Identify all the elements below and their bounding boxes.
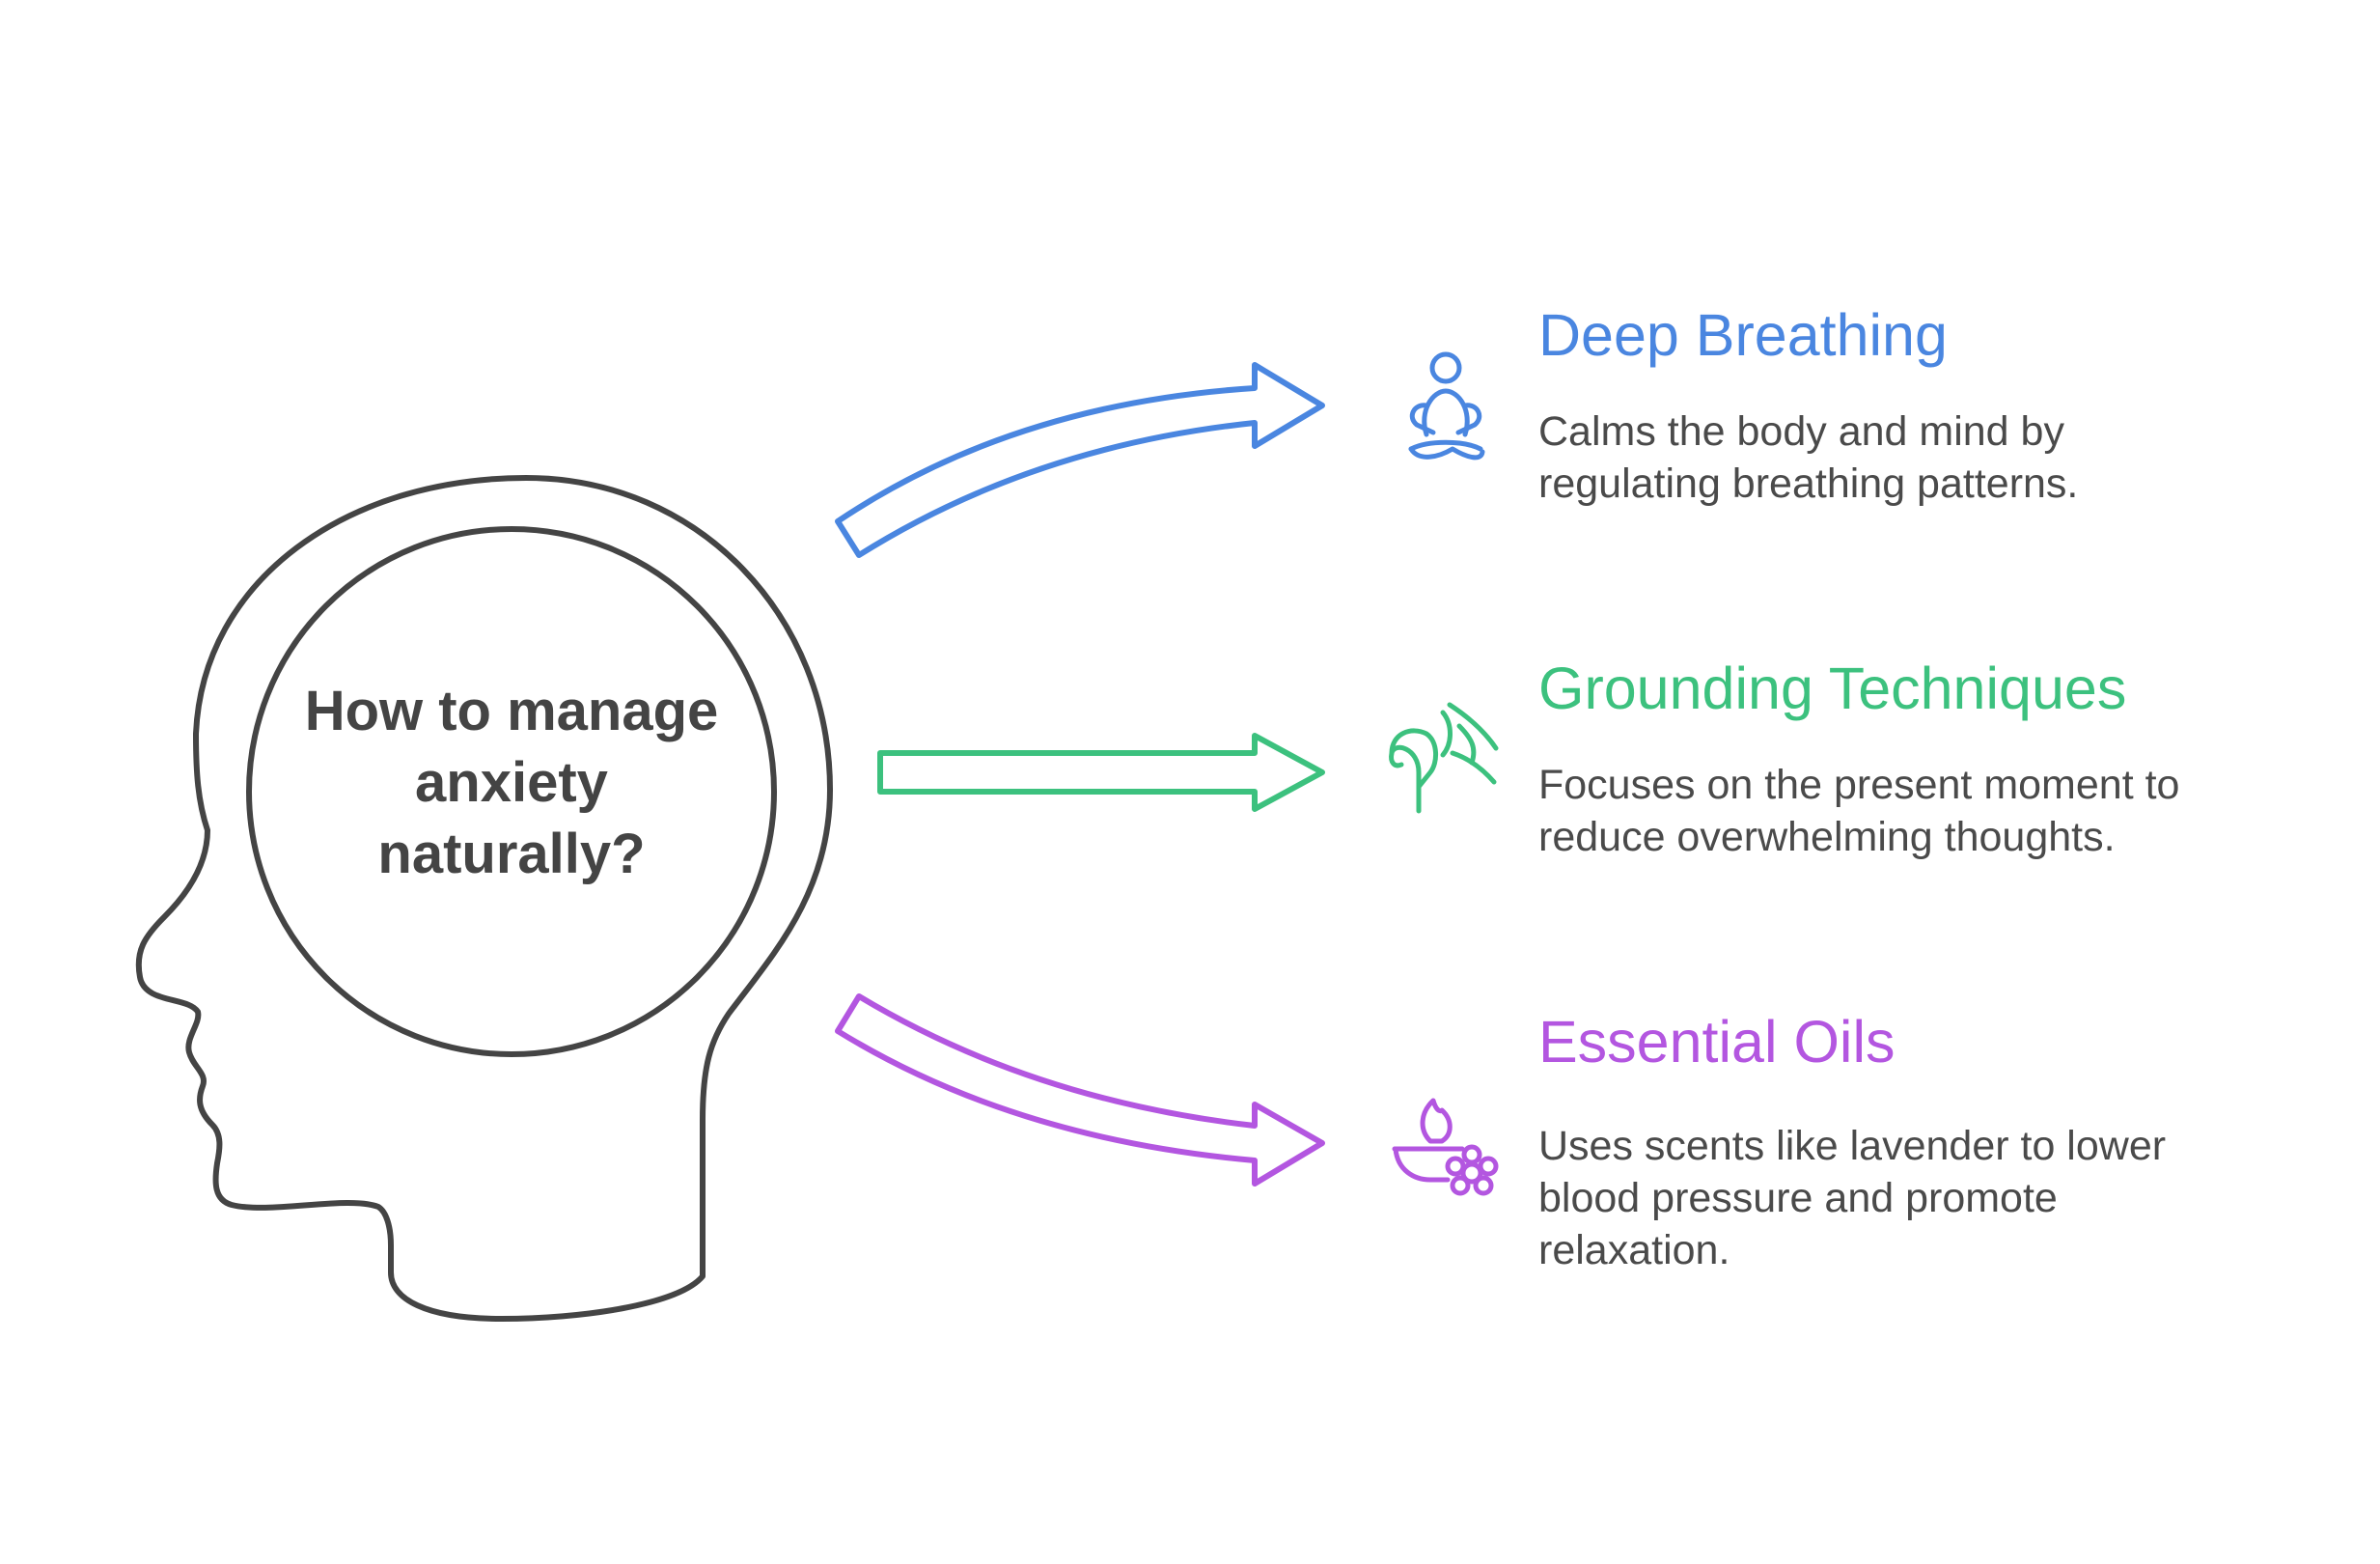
desc-line: Uses scents like lavender to lower (1538, 1123, 2167, 1169)
desc-line: Focuses on the present moment to (1538, 762, 2180, 808)
arrow-blue (835, 362, 1325, 558)
item-desc-essential-oils: Uses scents like lavender to lower blood… (1538, 1120, 2301, 1276)
desc-line: blood pressure and promote (1538, 1175, 2058, 1221)
question-line-2: anxiety (415, 751, 608, 814)
item-desc-grounding-techniques: Focuses on the present moment to reduce … (1538, 759, 2301, 863)
oil-burner-flower-icon (1392, 1098, 1499, 1196)
desc-line: regulating breathing patterns. (1538, 461, 2079, 507)
head-outline (135, 475, 833, 1322)
desc-line: relaxation. (1538, 1227, 1730, 1273)
desc-line: reduce overwhelming thoughts. (1538, 814, 2116, 860)
item-title-essential-oils: Essential Oils (1538, 1009, 1896, 1075)
central-question: How to manage anxiety naturally? (261, 676, 762, 890)
desc-line: Calms the body and mind by (1538, 408, 2064, 455)
item-title-grounding-techniques: Grounding Techniques (1538, 656, 2127, 721)
arrow-purple (835, 993, 1325, 1187)
arrow-green (877, 733, 1325, 812)
item-title-deep-breathing: Deep Breathing (1538, 302, 1948, 368)
inner-circle (246, 526, 777, 1057)
question-line-1: How to manage (304, 680, 719, 742)
ear-sound-icon (1389, 702, 1499, 814)
meditation-icon (1408, 351, 1485, 461)
item-desc-deep-breathing: Calms the body and mind by regulating br… (1538, 405, 2301, 510)
question-line-3: naturally? (377, 823, 646, 885)
